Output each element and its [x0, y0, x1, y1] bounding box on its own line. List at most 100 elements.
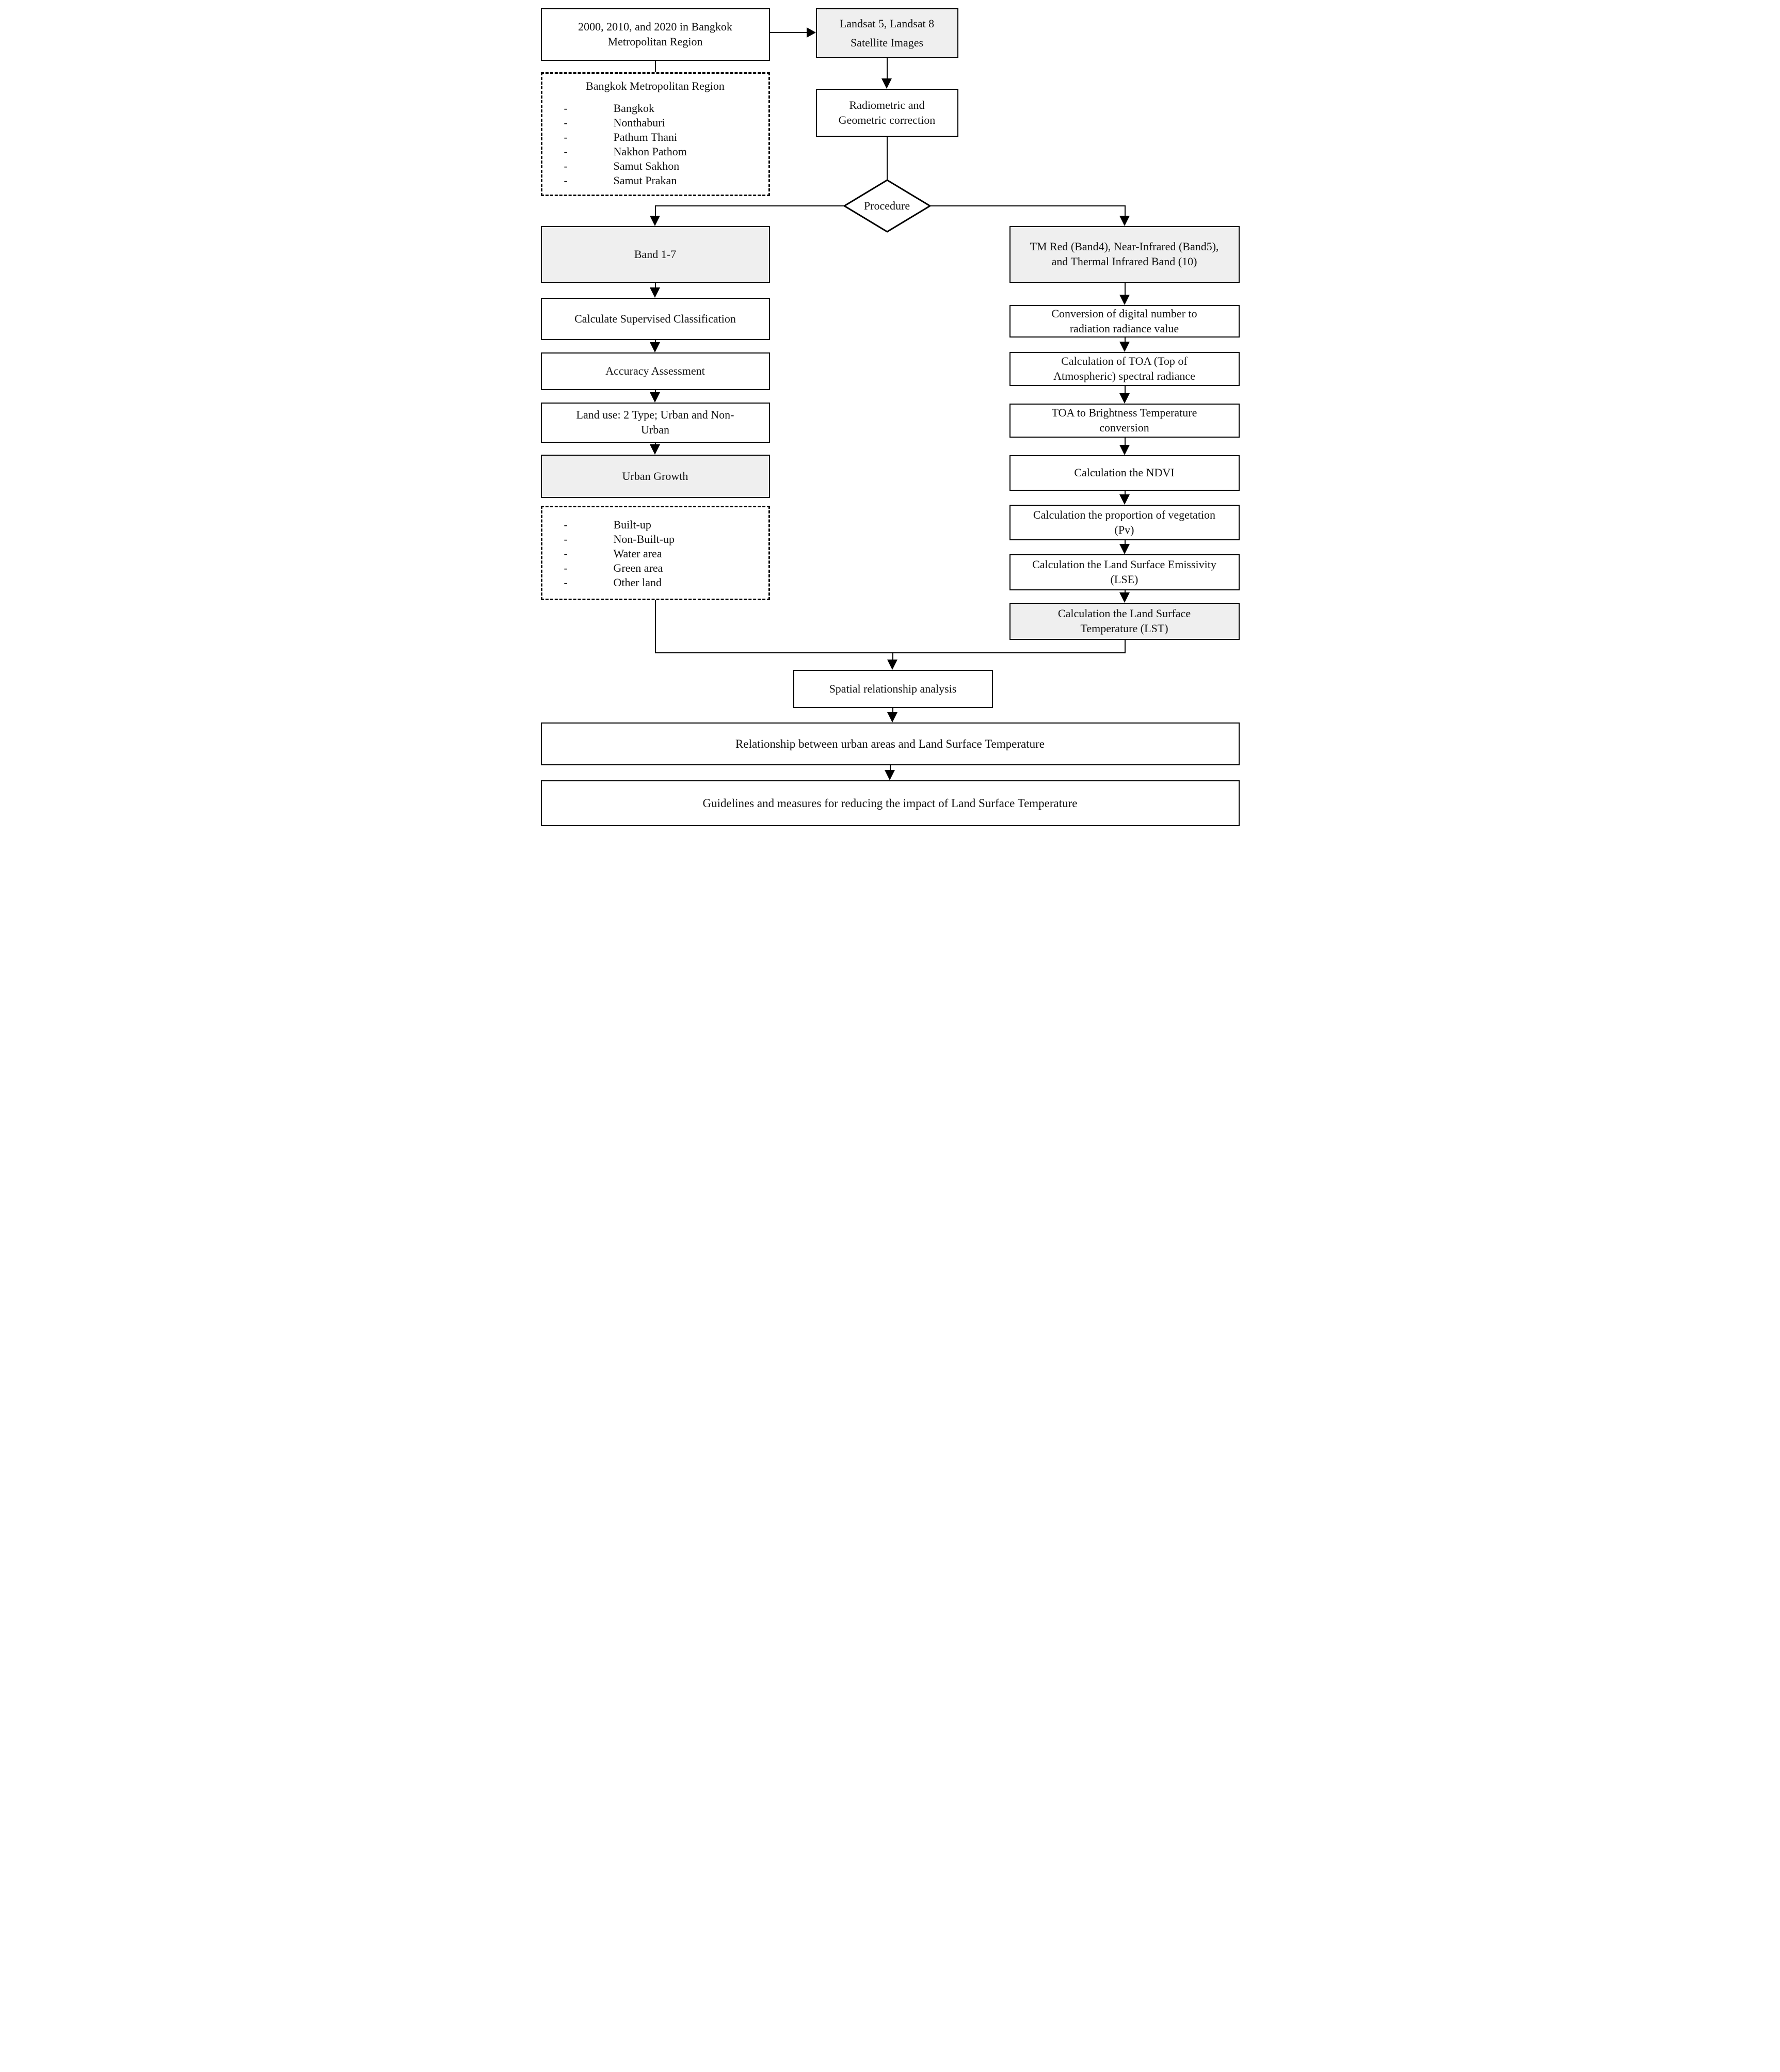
connector-spatial-to-relationship: [892, 708, 893, 712]
list-item-label: Nakhon Pathom: [613, 144, 687, 158]
connector-procedure-right-drop: [1124, 205, 1126, 216]
arrow-down-icon: [1119, 393, 1130, 404]
list-item-label: Samut Prakan: [613, 173, 677, 187]
node-text-line: Spatial relationship analysis: [829, 682, 957, 695]
node-text-line: 2000, 2010, and 2020 in Bangkok: [578, 20, 732, 34]
node-text-line: Relationship between urban areas and Lan…: [735, 737, 1045, 750]
connector-merge-to-spatial: [892, 652, 893, 660]
list-item-label: Pathum Thani: [613, 130, 678, 143]
list-item-label: Green area: [613, 561, 663, 574]
connector-brightness-to-ndvi: [1124, 438, 1126, 445]
node-text-line: conversion: [1099, 421, 1149, 434]
arrow-down-icon: [649, 392, 660, 403]
node-tm-bands: TM Red (Band4), Near-Infrared (Band5), a…: [1009, 226, 1240, 283]
list-item: -Water area: [547, 547, 764, 561]
node-text-line: TM Red (Band4), Near-Infrared (Band5),: [1030, 240, 1219, 253]
node-text-line: Guidelines and measures for reducing the…: [702, 796, 1078, 810]
list-bullet: -: [564, 130, 568, 143]
node-text-line: Satellite Images: [850, 36, 924, 50]
list-item: - Pathum Thani: [547, 130, 764, 144]
node-text-line: Band 1-7: [634, 247, 677, 261]
node-dn-to-radiance: Conversion of digital number to radiatio…: [1009, 305, 1240, 338]
connector-ndvi-to-pv: [1124, 491, 1126, 494]
list-bullet: -: [564, 159, 568, 172]
list-item: -Non-Built-up: [547, 532, 764, 547]
diamond-label: Procedure: [863, 199, 910, 212]
arrow-down-icon: [649, 342, 660, 352]
node-text-line: (Pv): [1114, 523, 1134, 536]
arrow-down-icon: [884, 770, 895, 780]
node-text-line: Accuracy Assessment: [605, 364, 705, 378]
landcover-list: -Built-up-Non-Built-up-Water area-Green …: [547, 518, 764, 590]
node-text-line: Atmospheric) spectral radiance: [1053, 370, 1195, 382]
node-satellite-images: Landsat 5, Landsat 8 Satellite Images: [815, 8, 958, 58]
node-land-use-types: Land use: 2 Type; Urban and Non- Urban: [540, 403, 770, 443]
connector-procedure-left-branch: [655, 205, 845, 206]
node-text-line: Geometric correction: [838, 113, 936, 126]
list-item-label: Bangkok: [613, 101, 654, 115]
connector-pv-to-lse: [1124, 540, 1126, 544]
arrow-right-icon: [806, 27, 816, 38]
node-land-surface-emissivity: Calculation the Land Surface Emissivity …: [1009, 554, 1240, 590]
node-accuracy-assessment: Accuracy Assessment: [540, 352, 770, 390]
node-relationship-urban-lst: Relationship between urban areas and Lan…: [540, 722, 1240, 765]
list-item: - Other land: [547, 575, 764, 590]
node-radiometric-correction: Radiometric and Geometric correction: [815, 89, 958, 137]
list-item: - Nakhon Pathom: [547, 144, 764, 159]
node-bmr-provinces-list: Bangkok Metropolitan Region -Bangkok-Non…: [540, 72, 770, 196]
node-band-1-7: Band 1-7: [540, 226, 770, 283]
list-item-label: Built-up: [613, 518, 651, 531]
node-procedure-diamond: Procedure: [843, 179, 931, 233]
connector-tm-to-conversion: [1124, 283, 1126, 295]
connector-years-to-landsat: [769, 32, 807, 33]
node-study-years: 2000, 2010, and 2020 in Bangkok Metropol…: [540, 8, 770, 61]
node-urban-growth: Urban Growth: [540, 455, 770, 498]
flowchart-canvas: 2000, 2010, and 2020 in Bangkok Metropol…: [531, 0, 1249, 833]
arrow-down-icon: [649, 287, 660, 298]
arrow-down-icon: [1119, 342, 1130, 352]
list-bullet: -: [564, 561, 568, 574]
connector-landuse-to-growth: [654, 443, 656, 444]
node-text-line: (LSE): [1110, 573, 1138, 586]
node-text-line: Radiometric and: [849, 98, 925, 111]
list-item: -Built-up: [547, 518, 764, 532]
connector-conversion-to-toa: [1124, 338, 1126, 342]
list-item: -Bangkok: [547, 101, 764, 116]
arrow-down-icon: [887, 712, 897, 722]
node-text-line: TOA to Brightness Temperature: [1051, 406, 1197, 420]
node-text-line: Temperature (LST): [1080, 622, 1168, 635]
arrow-down-icon: [1119, 445, 1130, 455]
connector-relationship-to-guidelines: [889, 765, 891, 770]
list-item: -Samut Prakan: [547, 173, 764, 188]
node-landcover-classes-list: -Built-up-Non-Built-up-Water area-Green …: [540, 506, 770, 600]
node-text-line: Metropolitan Region: [607, 35, 703, 48]
node-guidelines-measures: Guidelines and measures for reducing the…: [540, 780, 1240, 826]
connector-lst-merge-right: [1124, 640, 1126, 653]
list-item: -Nonthaburi: [547, 116, 764, 130]
list-item: - Samut Sakhon: [547, 159, 764, 173]
arrow-down-icon: [1119, 216, 1130, 226]
list-item: - Green area: [547, 561, 764, 575]
province-list: -Bangkok-Nonthaburi-Pathum Thani-Nakhon …: [547, 101, 764, 188]
node-brightness-temperature: TOA to Brightness Temperature conversion: [1009, 404, 1240, 438]
node-text-line: Urban Growth: [622, 469, 688, 483]
node-supervised-classification: Calculate Supervised Classification: [540, 298, 770, 340]
list-item-label: Water area: [613, 547, 662, 560]
connector-toa-to-brightness: [1124, 386, 1126, 393]
node-text-line: Calculate Supervised Classification: [574, 312, 736, 325]
node-text-line: Calculation the proportion of vegetation: [1033, 508, 1216, 521]
connector-procedure-left-drop: [654, 205, 656, 216]
connector-years-to-bmr: [654, 61, 656, 72]
list-item-label: Other land: [613, 576, 662, 589]
arrow-down-icon: [1119, 544, 1130, 554]
node-proportion-vegetation: Calculation the proportion of vegetation…: [1009, 505, 1240, 540]
list-bullet: -: [564, 576, 568, 589]
list-item-label: Nonthaburi: [613, 116, 665, 129]
list-item-label: Samut Sakhon: [613, 159, 680, 172]
connector-supervised-to-accuracy: [654, 340, 656, 342]
arrow-down-icon: [1119, 494, 1130, 505]
node-land-surface-temperature: Calculation the Land Surface Temperature…: [1009, 603, 1240, 640]
list-bullet: -: [564, 144, 568, 158]
node-text-line: Conversion of digital number to: [1051, 307, 1197, 320]
arrow-down-icon: [881, 78, 892, 89]
